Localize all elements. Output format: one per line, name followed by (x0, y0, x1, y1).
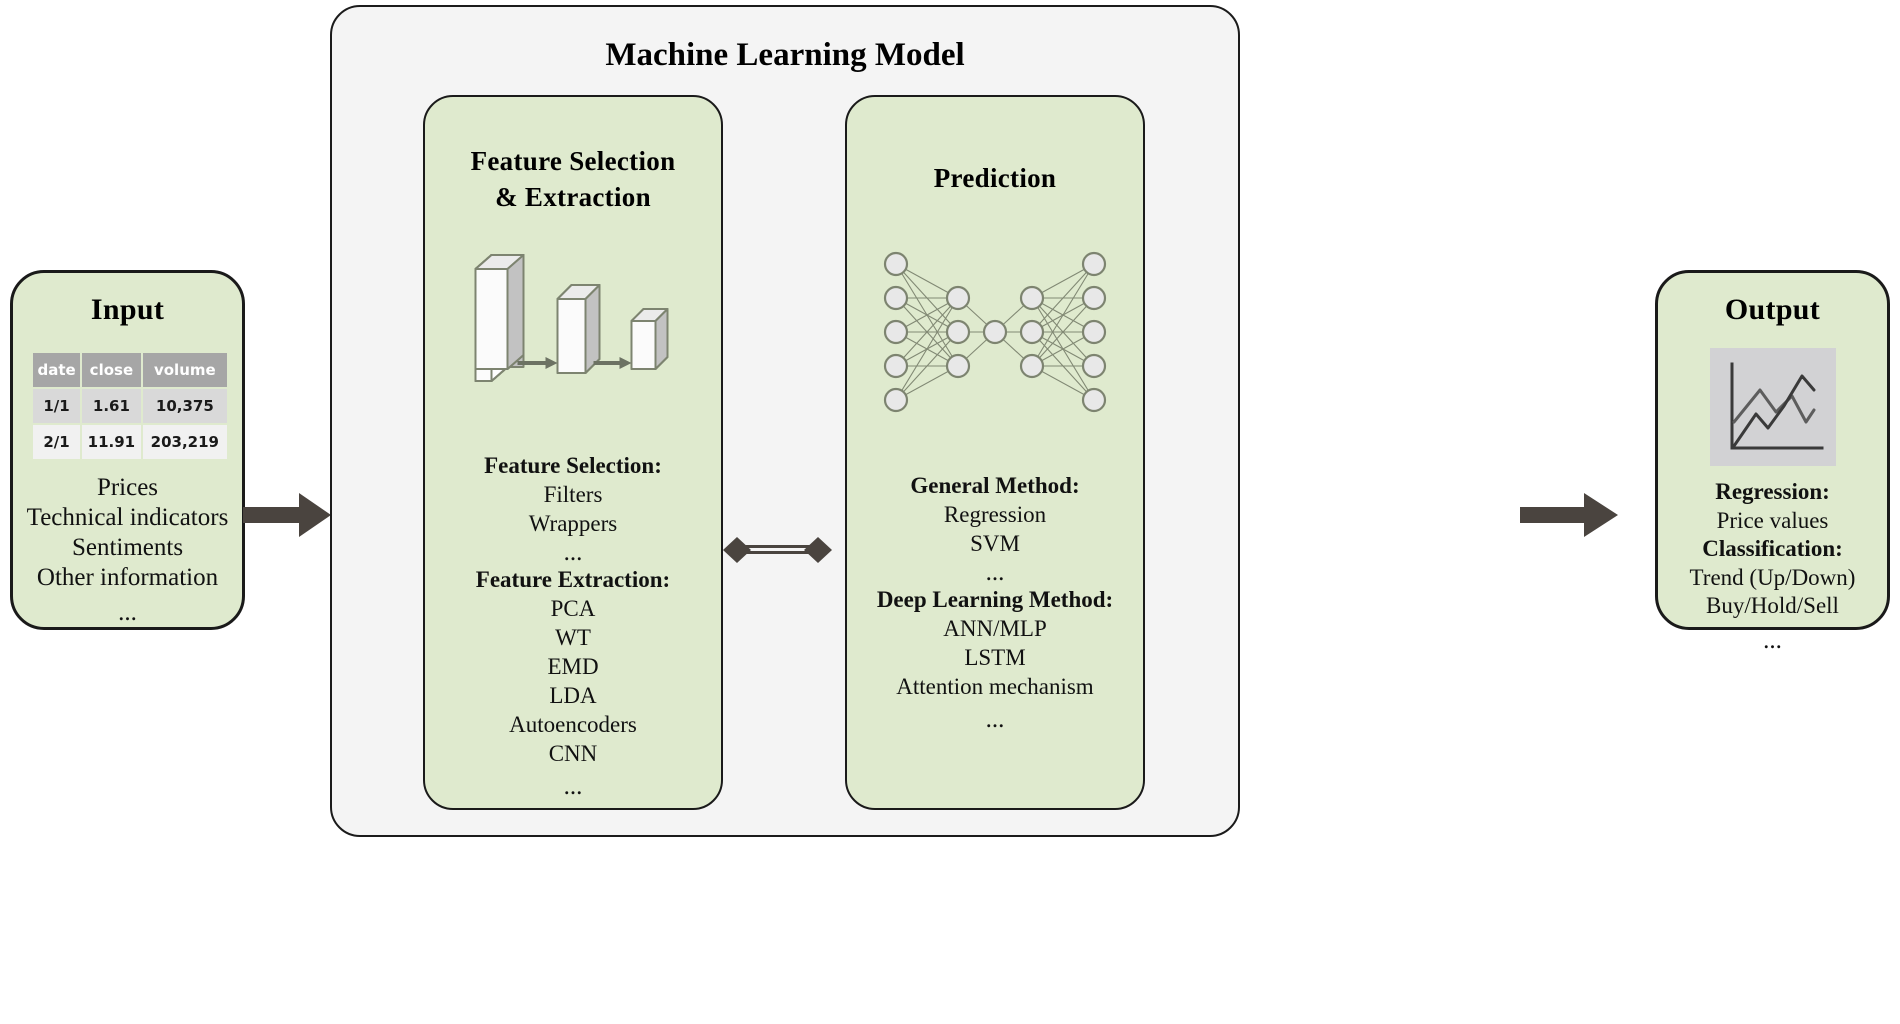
list-item: LSTM (964, 645, 1026, 671)
neural-network-icon (883, 251, 1107, 413)
input-data-table: date close volume 1/1 1.61 10,375 2/1 11… (31, 351, 229, 461)
prediction-method-list: General Method: Regression SVM ... Deep … (847, 472, 1143, 734)
feature-extraction-heading: Feature Extraction: (475, 567, 671, 593)
list-item: WT (555, 625, 591, 651)
feature-panel-title: Feature Selection & Extraction (425, 143, 721, 216)
list-item: Wrappers (528, 510, 618, 536)
list-item: Sentiments (71, 534, 184, 561)
feature-selection-heading: Feature Selection: (484, 453, 662, 478)
input-source-list: Prices Technical indicators Sentiments O… (13, 473, 242, 627)
cell-date: 1/1 (33, 389, 81, 423)
cell-volume: 10,375 (142, 389, 227, 423)
table-row: 1/1 1.61 10,375 (33, 389, 227, 423)
classification-heading: Classification: (1702, 536, 1843, 562)
regression-heading: Regression: (1715, 479, 1830, 504)
cnn-layers-icon (474, 254, 669, 382)
table-row: 2/1 11.91 203,219 (33, 425, 227, 459)
feature-panel-title-line2: & Extraction (495, 182, 651, 213)
list-item: Regression (943, 501, 1047, 527)
diamond-double-line-connector (723, 537, 832, 563)
output-card: Output Regression: Price values Classifi… (1655, 270, 1890, 654)
feature-panel-title-line1: Feature Selection (470, 146, 676, 176)
column-header-date: date (33, 353, 81, 387)
feature-selection-list: Feature Selection: Filters Wrappers ... … (425, 452, 721, 801)
list-item: Technical indicators (26, 504, 229, 531)
list-item: ANN/MLP (943, 616, 1047, 642)
deep-learning-method-heading: Deep Learning Method: (876, 587, 1114, 613)
list-item: Buy/Hold/Sell (1706, 593, 1839, 619)
cell-close: 11.91 (82, 425, 141, 459)
page-title: Machine Learning Model (605, 37, 965, 73)
cell-date: 2/1 (33, 425, 81, 459)
list-item: SVM (970, 530, 1020, 556)
ellipsis: ... (985, 558, 1005, 586)
cell-close: 1.61 (82, 389, 141, 423)
list-item: Price values (1716, 507, 1829, 533)
list-item: Trend (Up/Down) (1689, 564, 1856, 590)
list-item: Filters (543, 481, 603, 507)
table-header-row: date close volume (33, 353, 227, 387)
line-chart-icon (1709, 348, 1836, 466)
list-item: Autoencoders (509, 712, 637, 738)
list-item: CNN (548, 741, 598, 767)
ellipsis: ... (985, 706, 1005, 734)
input-title: Input (90, 293, 165, 326)
list-item: PCA (550, 596, 596, 622)
ellipsis: ... (563, 538, 583, 566)
column-header-volume: volume (142, 353, 227, 387)
column-header-close: close (82, 353, 141, 387)
ellipsis: ... (563, 773, 583, 801)
list-item: EMD (547, 654, 599, 680)
output-title: Output (1724, 293, 1821, 326)
output-result-list: Regression: Price values Classification:… (1658, 478, 1887, 654)
general-method-heading: General Method: (910, 473, 1080, 498)
list-item: Other information (36, 564, 219, 591)
list-item: LDA (549, 683, 597, 709)
list-item: Attention mechanism (896, 674, 1094, 700)
arrow-right-icon (1520, 493, 1618, 537)
ellipsis: ... (1763, 626, 1782, 654)
list-item: Prices (96, 474, 159, 501)
ellipsis: ... (118, 599, 137, 626)
feature-selection-extraction-panel: Feature Selection & Extraction (423, 95, 723, 810)
prediction-panel: Prediction (845, 95, 1145, 810)
input-card: Input date close volume 1/1 1.61 10,375 (10, 270, 245, 630)
cell-volume: 203,219 (142, 425, 227, 459)
arrow-right-icon (243, 493, 331, 537)
prediction-panel-title: Prediction (933, 163, 1057, 193)
